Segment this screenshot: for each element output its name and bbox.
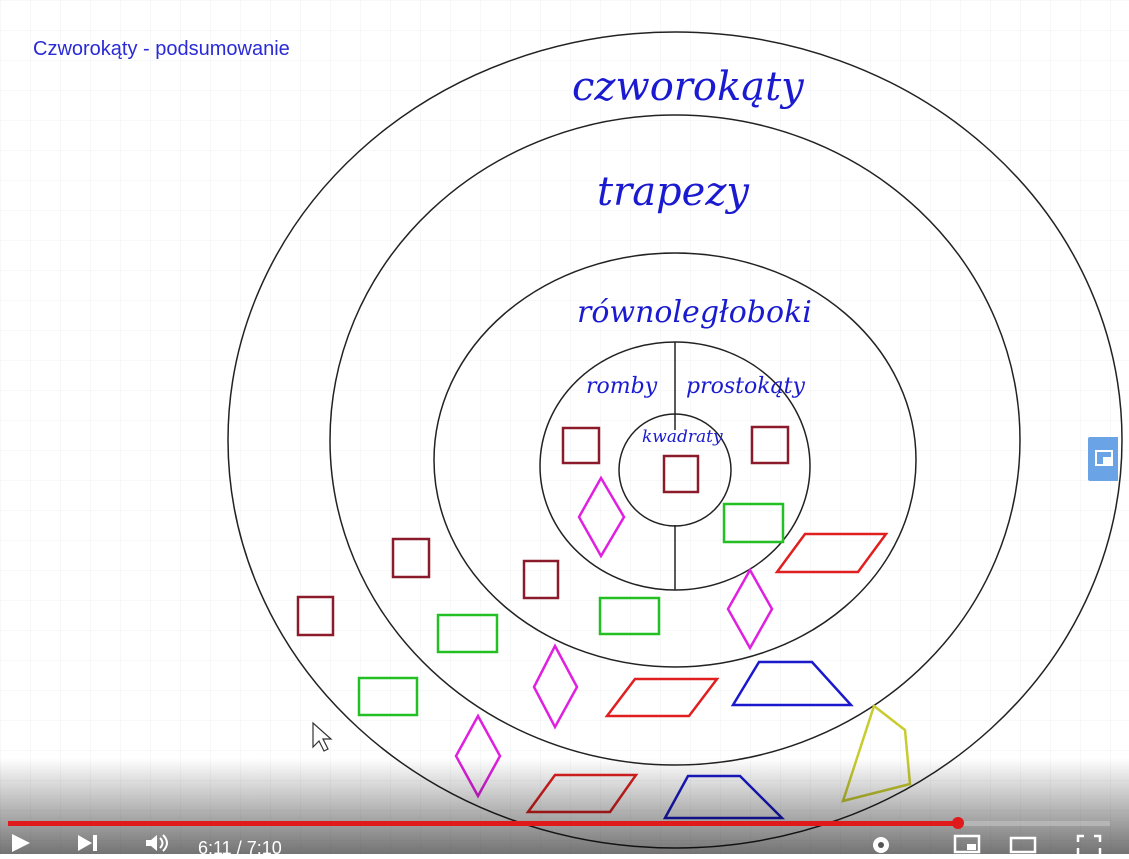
rectangle-shape <box>357 676 419 717</box>
progress-bar[interactable] <box>8 817 1110 829</box>
progress-fill <box>8 821 958 826</box>
rectangle-shape <box>598 596 661 636</box>
video-title: Czworokąty - podsumowanie <box>33 38 290 60</box>
miniplayer-icon[interactable] <box>952 832 982 854</box>
settings-icon[interactable] <box>866 832 896 854</box>
square-shape <box>391 537 431 579</box>
player-controls: 6:11 / 7:10 <box>0 817 1129 858</box>
parallelogram-shape <box>604 677 720 718</box>
theater-icon[interactable] <box>1008 832 1038 854</box>
parallelogram-shape <box>774 532 889 574</box>
time-display: 6:11 / 7:10 <box>198 838 282 858</box>
play-icon[interactable] <box>8 832 38 854</box>
rectangle-shape <box>722 502 785 544</box>
label-rectangles: prostokąty <box>686 374 806 399</box>
square-shape <box>750 425 790 465</box>
label-quadrilaterals: czworokąty <box>572 64 805 110</box>
rhombus-shape <box>726 567 774 651</box>
pip-icon[interactable] <box>1088 437 1118 481</box>
square-shape <box>662 454 700 494</box>
parallelograms-ellipse <box>433 252 917 668</box>
rectangle-shape <box>436 613 499 654</box>
label-rhombuses: romby <box>586 374 658 399</box>
label-parallelograms: równoległoboki <box>577 295 812 330</box>
rhombus-shape <box>532 643 579 730</box>
trapezoid-shape <box>730 660 854 707</box>
square-shape <box>296 595 335 637</box>
fullscreen-icon[interactable] <box>1074 832 1104 854</box>
rhombus-shape <box>577 475 626 559</box>
square-shape <box>522 559 560 600</box>
volume-icon[interactable] <box>143 832 173 854</box>
mouse-cursor-icon <box>312 721 333 752</box>
squares-circle <box>618 413 732 527</box>
label-trapezoids: trapezy <box>597 169 750 215</box>
square-shape <box>561 426 601 465</box>
next-icon[interactable] <box>74 832 104 854</box>
label-squares: kwadraty <box>642 427 723 447</box>
progress-scrubber[interactable] <box>951 817 964 829</box>
